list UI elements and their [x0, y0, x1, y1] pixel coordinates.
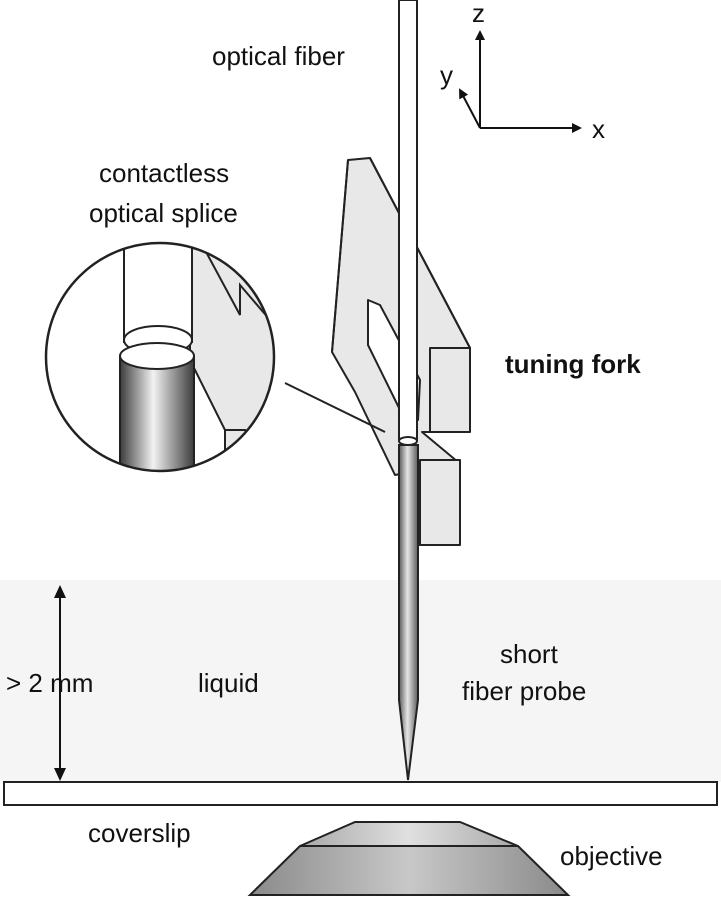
label-coverslip: coverslip — [88, 818, 191, 848]
label-optical-fiber: optical fiber — [212, 41, 345, 71]
label-objective: objective — [560, 841, 663, 871]
axis-label-y: y — [440, 60, 453, 90]
short-fiber-probe — [398, 444, 419, 781]
axis-label-x: x — [592, 114, 605, 144]
zoom-circle — [44, 241, 276, 473]
coverslip — [3, 781, 718, 806]
label-splice-line2: optical splice — [89, 198, 238, 228]
label-tuning-fork: tuning fork — [505, 349, 641, 379]
label-splice-line1: contactless — [99, 158, 229, 188]
label-liquid: liquid — [198, 668, 259, 698]
height-dimension-arrow — [54, 585, 66, 781]
splice-point — [398, 436, 418, 446]
axis-label-z: z — [472, 0, 485, 28]
label-probe-line2: fiber probe — [462, 676, 586, 706]
y-axis-arrow — [459, 88, 481, 129]
coordinate-axes — [459, 30, 582, 133]
optical-fiber — [398, 0, 418, 441]
liquid-region — [0, 580, 721, 782]
label-probe-line1: short — [500, 639, 559, 669]
zoom-leader-line — [284, 382, 386, 433]
objective-lens — [247, 821, 571, 896]
label-distance: > 2 mm — [6, 668, 93, 698]
